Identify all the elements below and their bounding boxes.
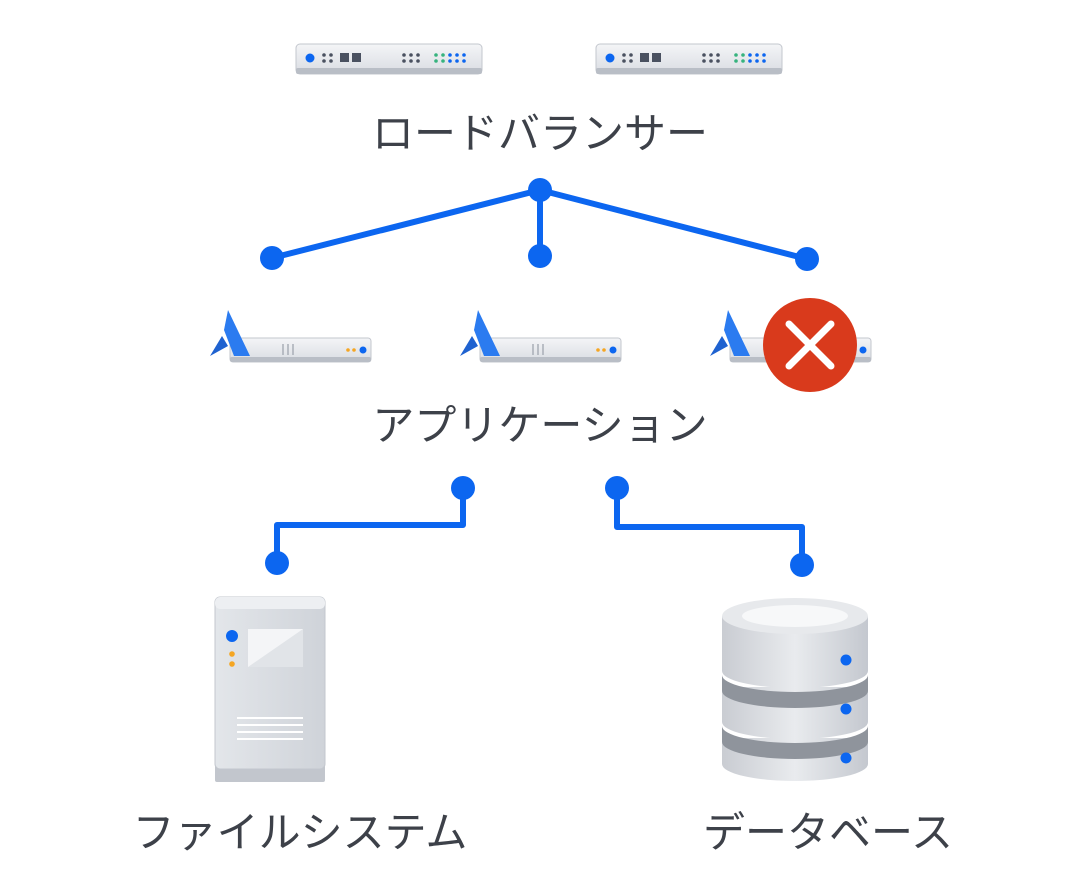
application-node-icon <box>460 310 622 363</box>
load-balancer-server-icon <box>595 43 783 75</box>
storage-connector <box>274 488 805 565</box>
connector-node <box>260 246 284 270</box>
application-node-icon <box>210 310 372 363</box>
connector-node <box>451 476 475 500</box>
application-label: アプリケーション <box>372 401 707 450</box>
connector-node <box>528 244 552 268</box>
load-balancer-server-icon <box>295 43 483 75</box>
database-label: データベース <box>703 808 953 857</box>
connector-node <box>605 476 629 500</box>
load-balancer-label: ロードバランサー <box>372 109 708 158</box>
connector-node <box>528 178 552 202</box>
file-system-label: ファイルシステム <box>133 808 468 857</box>
failure-x-icon <box>763 298 857 392</box>
file-system-server-icon <box>214 596 326 782</box>
connector-node <box>265 551 289 575</box>
connector-node <box>795 247 819 271</box>
database-icon <box>722 598 868 781</box>
connector-node <box>790 553 814 577</box>
